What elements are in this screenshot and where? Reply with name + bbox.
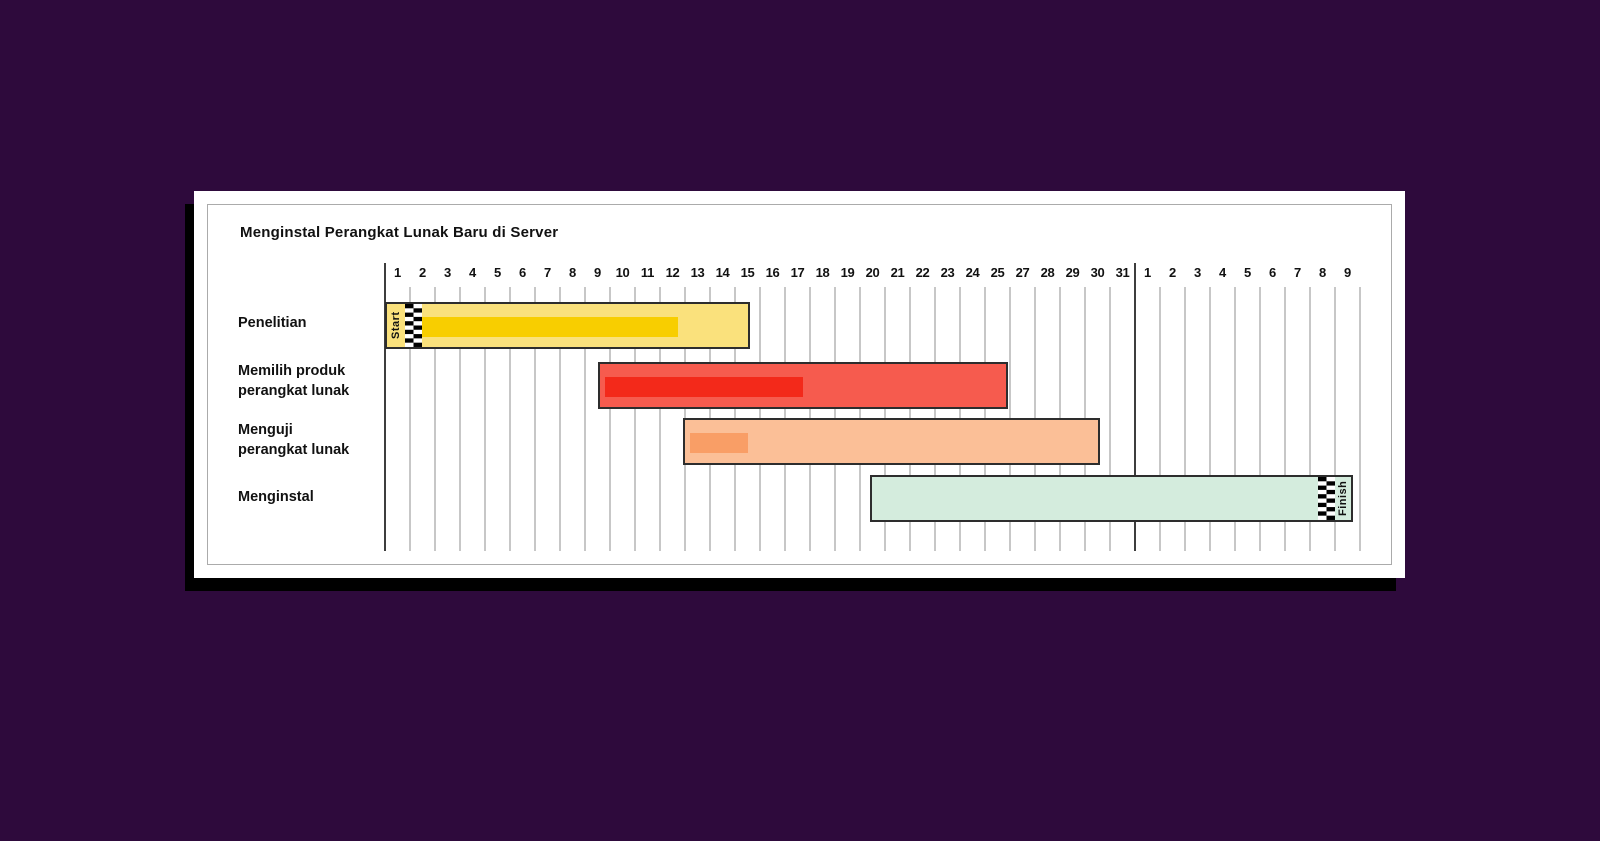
day-tick-label: 31 xyxy=(1115,265,1130,280)
task-label: Memilih produk perangkat lunak xyxy=(238,361,349,401)
day-tick-label: 2 xyxy=(419,265,426,280)
task-label: Menguji perangkat lunak xyxy=(238,420,349,460)
day-tick-label: 27 xyxy=(1015,265,1030,280)
gridline xyxy=(659,287,661,551)
day-tick-label: 16 xyxy=(765,265,780,280)
gridline xyxy=(434,287,436,551)
day-tick-label: 4 xyxy=(469,265,476,280)
day-tick-label: 19 xyxy=(840,265,855,280)
gridline xyxy=(534,287,536,551)
day-tick-label: 10 xyxy=(615,265,630,280)
day-tick-label: 29 xyxy=(1065,265,1080,280)
day-tick-label: 17 xyxy=(790,265,805,280)
day-tick-label: 9 xyxy=(1344,265,1351,280)
gridline xyxy=(1359,287,1361,551)
day-tick-label: 12 xyxy=(665,265,680,280)
task-label: Penelitian xyxy=(238,313,307,333)
flag-label-finish: Finish xyxy=(1336,480,1349,517)
gantt-bar-menguji xyxy=(682,418,1100,465)
task-label-line: Penelitian xyxy=(238,315,307,331)
day-tick-label: 30 xyxy=(1090,265,1105,280)
task-label-line: perangkat lunak xyxy=(238,383,350,399)
progress-bar xyxy=(690,433,748,453)
day-tick-label: 20 xyxy=(865,265,880,280)
day-tick-label: 9 xyxy=(594,265,601,280)
gantt-bar-menginstal: Finish xyxy=(870,475,1353,522)
day-tick-label: 5 xyxy=(1244,265,1251,280)
gridline xyxy=(1284,287,1286,551)
month-separator-line xyxy=(1134,263,1136,551)
day-tick-label: 5 xyxy=(494,265,501,280)
day-tick-label: 6 xyxy=(519,265,526,280)
day-tick-label: 8 xyxy=(569,265,576,280)
day-tick-label: 3 xyxy=(444,265,451,280)
day-tick-label: 7 xyxy=(1294,265,1301,280)
gridline xyxy=(584,287,586,551)
axis-line xyxy=(384,263,386,551)
checkered-flag-finish xyxy=(1317,477,1335,520)
task-label-line: Menguji xyxy=(238,422,293,438)
progress-bar xyxy=(605,377,803,397)
task-label-line: perangkat lunak xyxy=(238,442,350,458)
day-tick-label: 7 xyxy=(544,265,551,280)
day-tick-label: 3 xyxy=(1194,265,1201,280)
gantt-card: Menginstal Perangkat Lunak Baru di Serve… xyxy=(194,191,1405,578)
gridline xyxy=(1259,287,1261,551)
gridline xyxy=(409,287,411,551)
gridline xyxy=(1309,287,1311,551)
day-tick-label: 8 xyxy=(1319,265,1326,280)
day-tick-label: 15 xyxy=(740,265,755,280)
gridline xyxy=(509,287,511,551)
day-tick-label: 24 xyxy=(965,265,980,280)
gridline xyxy=(1334,287,1336,551)
chart-title: Menginstal Perangkat Lunak Baru di Serve… xyxy=(240,224,559,241)
day-tick-label: 6 xyxy=(1269,265,1276,280)
gridline xyxy=(1184,287,1186,551)
gantt-bar-memilih-produk xyxy=(597,362,1008,409)
day-tick-label: 28 xyxy=(1040,265,1055,280)
day-tick-label: 1 xyxy=(394,265,401,280)
day-tick-label: 1 xyxy=(1144,265,1151,280)
gridline xyxy=(459,287,461,551)
day-tick-label: 13 xyxy=(690,265,705,280)
day-tick-label: 4 xyxy=(1219,265,1226,280)
gridline xyxy=(559,287,561,551)
day-tick-label: 21 xyxy=(890,265,905,280)
gridline xyxy=(609,287,611,551)
task-label-line: Menginstal xyxy=(238,489,314,505)
gridline xyxy=(1109,287,1111,551)
gridline xyxy=(1159,287,1161,551)
day-tick-label: 2 xyxy=(1169,265,1176,280)
gantt-bar-penelitian: Start xyxy=(385,302,750,349)
task-label: Menginstal xyxy=(238,487,314,507)
gridline xyxy=(634,287,636,551)
progress-bar xyxy=(420,317,678,337)
checkered-flag-start xyxy=(405,304,422,347)
gridline xyxy=(1234,287,1236,551)
flag-label-start: Start xyxy=(390,311,402,340)
gridline xyxy=(1209,287,1211,551)
day-tick-label: 23 xyxy=(940,265,955,280)
task-label-line: Memilih produk xyxy=(238,363,346,379)
day-tick-label: 22 xyxy=(915,265,930,280)
gridline xyxy=(484,287,486,551)
day-tick-label: 25 xyxy=(990,265,1005,280)
day-tick-label: 11 xyxy=(640,265,655,280)
day-tick-label: 18 xyxy=(815,265,830,280)
day-tick-label: 14 xyxy=(715,265,730,280)
